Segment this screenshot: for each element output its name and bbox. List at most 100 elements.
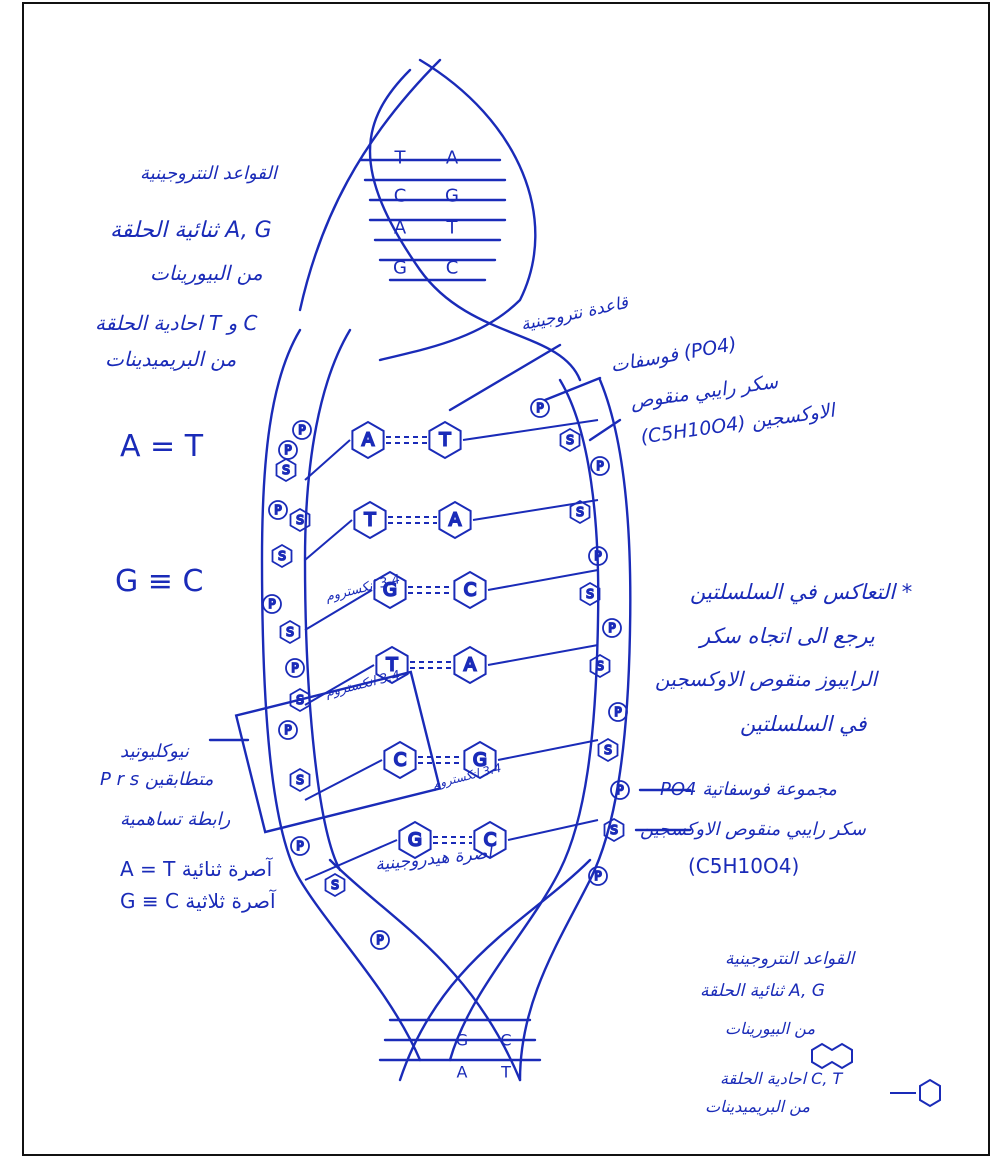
note-bottom-pyrimidines: من البريميدينات [705,1098,810,1116]
backbone-outer-right-top [380,60,535,360]
sugar-marker-letter: S [566,433,574,447]
sugar-marker-letter: S [576,505,584,519]
sugar-marker: S [599,739,618,761]
phosphate-marker: P [291,837,309,855]
phosphate-marker: P [609,703,627,721]
label-nitrogen-bases: القواعد النتروجينية [140,164,277,185]
sugar-marker: S [581,583,600,605]
note-antiparallel-2: يرجع الى اتجاه سكر [700,624,875,648]
purine-legend-icon [812,1044,852,1068]
sugar-marker-letter: S [286,625,294,639]
backbone-right-outer [520,380,630,1080]
helix-base-right: A [446,148,459,169]
phosphate-marker-letter: P [298,423,305,437]
backbone-lower-cross-a [330,860,520,1080]
phosphate-marker: P [371,931,389,949]
phosphate-marker: P [589,547,607,565]
base-pair: CG [305,740,598,800]
label-nucleotide: نيوكليوتيد [120,742,189,763]
sugar-marker: S [561,429,580,451]
helix-base-left: A [457,1063,468,1082]
note-bottom-double-ring: A, G ثنائية الحلقة [700,982,825,1002]
phosphate-marker: P [279,441,297,459]
phosphate-marker: P [269,501,287,519]
pyrimidine-legend-icon [920,1080,940,1106]
sugar-marker-letter: S [296,513,304,527]
sugar-link-right [508,820,598,840]
sugar-link-right [463,420,598,440]
note-antiparallel-1: * التعاكس في السلسلتين [690,580,912,604]
sugar-marker: S [281,621,300,643]
sugar-marker: S [273,545,292,567]
helix-base-left: G [456,1031,468,1050]
helix-base-left: T [394,148,407,169]
base-letter-right: A [449,510,462,531]
phosphate-marker-letter: P [614,705,621,719]
label-gc-pair: G ≡ C [115,565,203,600]
sugar-marker-letter: S [610,823,618,837]
label-pyrimidines: من البريميدينات [105,348,236,371]
base-letter-left: A [362,430,375,451]
label-single-ring: C و T احادية الحلقة [95,312,258,335]
label-gc-bonds: G ≡ C آصرة ثلاثية [120,890,276,913]
helix-base-left: C [394,186,407,207]
sugar-marker: S [591,655,610,677]
phosphate-marker-letter: P [536,401,543,415]
helix-base-right: C [500,1031,511,1050]
sugar-marker: S [291,689,310,711]
label-covalent: رابطة تساهمية [120,810,230,831]
sugar-marker-letter: S [596,659,604,673]
phosphate-marker-letter: P [596,459,603,473]
base-letter-right: A [464,655,477,676]
backbone-right-inner [450,380,598,1060]
phosphate-marker-letter: P [608,621,615,635]
phosphate-marker-letter: P [376,933,383,947]
phosphate-marker-letter: P [594,549,601,563]
sugar-link-left [305,520,352,560]
sugar-link-right [488,645,598,665]
sugar-marker: S [277,459,296,481]
label-at-bonds: A = T آصرة ثنائية [120,858,272,881]
helix-base-right: T [500,1063,511,1082]
sugar-marker-letter: S [586,587,594,601]
backbone-strand-a-top [300,60,440,310]
sugar-marker-letter: S [604,743,612,757]
phosphate-marker: P [293,421,311,439]
sugar-marker-letter: S [282,463,290,477]
phosphate-marker: P [286,659,304,677]
sugar-marker: S [291,769,310,791]
label-deoxy-formula: (C5H10O4) [688,855,799,878]
label-prs: P r s متطابقين [100,770,213,791]
helix-base-left: G [393,258,407,279]
base-letter-right: C [464,580,477,601]
phosphate-marker-letter: P [296,839,303,853]
base-letter-left: G [408,830,422,851]
label-purines: من البيورينات [150,262,263,285]
pointer-phosphate-top [545,378,600,400]
sugar-marker: S [571,501,590,523]
sugar-marker-letter: S [296,693,304,707]
phosphate-marker-letter: P [274,503,281,517]
phosphate-marker-letter: P [616,783,623,797]
sugar-link-right [498,740,598,760]
note-antiparallel-4: في السلسلتين [740,712,866,736]
phosphate-marker: P [279,721,297,739]
base-letter-left: T [364,510,377,531]
base-letter-left: C [394,750,407,771]
helix-base-left: A [394,218,407,239]
note-antiparallel-3: الرايبوز منقوص الاوكسجين [655,668,877,691]
helix-base-right: C [446,258,459,279]
helix-base-right: T [446,218,459,239]
sugar-marker-letter: S [278,549,286,563]
sugar-marker: S [326,874,345,896]
note-bottom-purines: من البيورينات [725,1020,815,1038]
phosphate-marker-letter: P [291,661,298,675]
helix-base-right: G [445,186,459,207]
label-deoxy-sugar: سكر رايبي منقوص الاوكسجين [640,820,866,841]
